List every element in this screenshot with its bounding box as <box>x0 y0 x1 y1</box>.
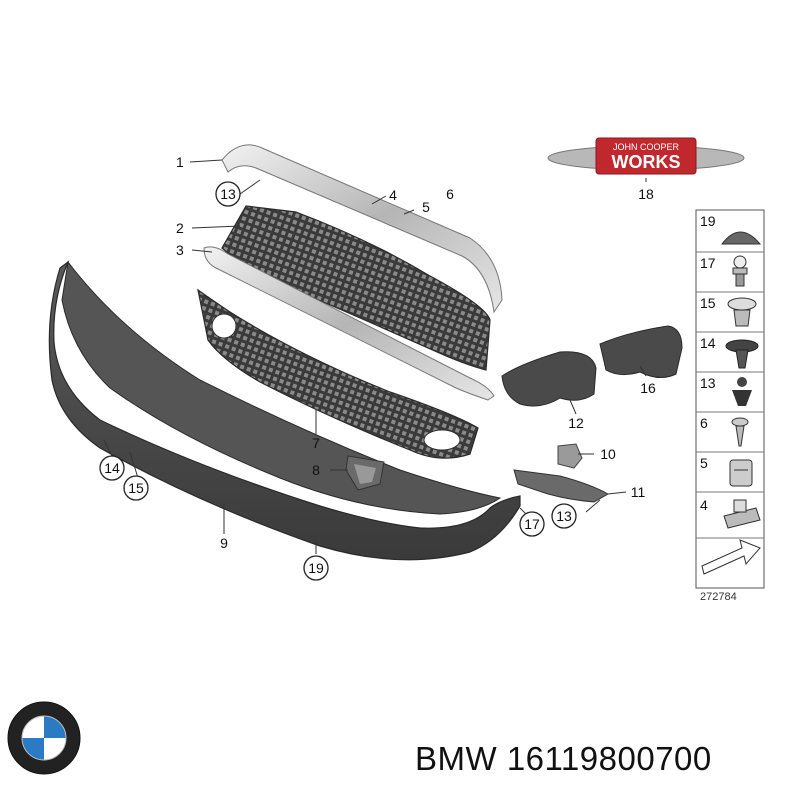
callout-circle <box>519 511 545 537</box>
legend-label: 15 <box>700 295 716 311</box>
callout-label: 18 <box>638 186 654 202</box>
leader-lines <box>103 159 647 554</box>
callout-circle <box>303 555 329 581</box>
part-air-duct-16 <box>599 325 683 378</box>
part-lower-grille-fog-right <box>423 429 461 451</box>
callout-label: 1 <box>176 154 184 170</box>
legend-label: 5 <box>700 455 708 471</box>
part-air-duct-12 <box>501 351 597 407</box>
rivet-cap-icon <box>720 231 762 245</box>
legend-label: 13 <box>700 375 716 391</box>
callout-label: 11 <box>631 484 646 500</box>
callout-label: 13 <box>556 508 572 524</box>
badge-top-text: JOHN COOPER <box>613 142 680 152</box>
callout-label: 6 <box>446 186 454 202</box>
expansion-rivet-icon <box>725 339 759 369</box>
part-jcw-badge: JOHN COOPER WORKS <box>547 137 745 175</box>
push-clip-icon <box>732 255 748 287</box>
callout-circle <box>123 475 149 501</box>
legend-label: 4 <box>700 497 708 513</box>
callout-label: 3 <box>176 242 184 258</box>
fastener-legend: 19 17 15 14 13 6 5 4 <box>695 209 765 589</box>
callout-label: 8 <box>312 462 320 478</box>
badge-main-text: WORKS <box>612 152 681 172</box>
callout-label: 7 <box>312 435 320 451</box>
callout-label: 10 <box>600 446 616 462</box>
legend-label: 19 <box>700 213 716 229</box>
callout-label: 17 <box>524 516 540 532</box>
callout-label: 16 <box>640 380 656 396</box>
bmw-logo <box>7 701 81 775</box>
callout-label: 13 <box>220 186 236 202</box>
part-trim-strip <box>221 144 503 314</box>
callout-circle <box>551 503 577 529</box>
tree-clip-icon <box>732 377 752 406</box>
callout-label: 9 <box>220 535 228 551</box>
callout-label: 5 <box>422 199 430 215</box>
legend-label: 6 <box>700 415 708 431</box>
screw-icon <box>731 417 749 447</box>
diagram-number: 272784 <box>700 591 737 603</box>
legend-label: 17 <box>700 255 716 271</box>
callout-label: 12 <box>568 415 584 431</box>
part-clip-10 <box>557 443 583 469</box>
clip-nut-icon <box>723 499 761 529</box>
part-lower-grille-fog-left <box>211 313 237 339</box>
callout-circle <box>99 455 125 481</box>
screw-cap-icon <box>727 297 757 327</box>
part-bumper-lower <box>48 260 521 561</box>
part-bumper-lower-top <box>61 260 502 515</box>
legend-label: 14 <box>700 335 716 351</box>
part-bracket-8-inner <box>354 464 376 484</box>
callout-label: 14 <box>104 460 120 476</box>
callout-label: 4 <box>389 187 397 203</box>
callout-label: 2 <box>176 220 184 236</box>
direction-arrow-icon <box>701 539 761 575</box>
callout-label: 19 <box>308 560 324 576</box>
callout-circle <box>215 181 241 207</box>
spring-nut-icon <box>729 459 753 487</box>
part-chrome-bar <box>203 246 495 401</box>
part-number-caption: BMW 16119800700 <box>415 740 712 777</box>
part-lower-grille <box>197 288 479 459</box>
part-side-bracket-11 <box>513 469 610 503</box>
callout-label: 15 <box>128 480 144 496</box>
